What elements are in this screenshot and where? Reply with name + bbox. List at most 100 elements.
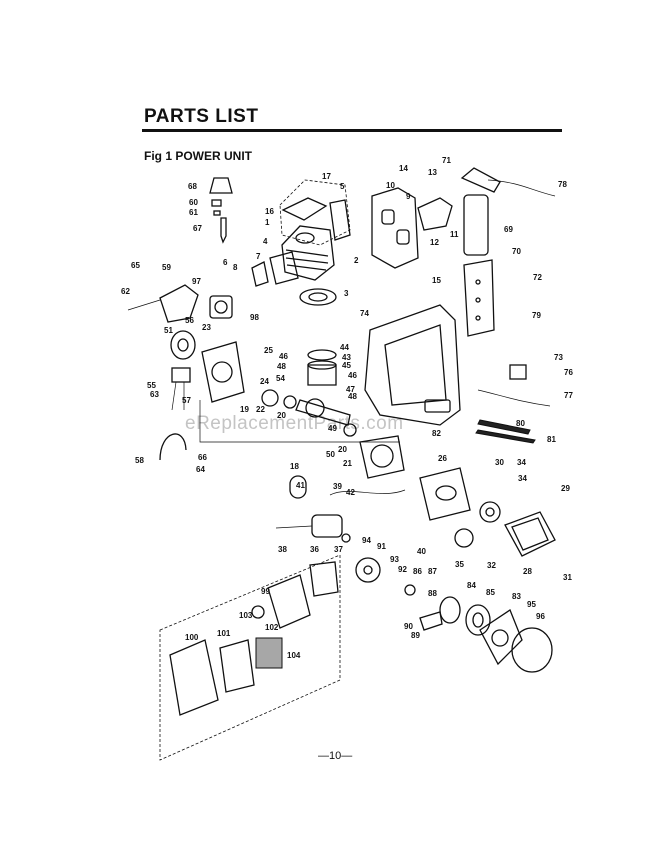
callout-81: 81	[547, 435, 556, 444]
callout-80: 80	[516, 419, 525, 428]
part-gasket-16	[281, 197, 328, 221]
callout-79: 79	[532, 311, 541, 320]
part-handle-70	[463, 259, 495, 337]
part-tube-69	[463, 194, 489, 256]
callout-2: 2	[354, 256, 359, 265]
callout-20: 20	[338, 445, 347, 454]
callout-26: 26	[438, 454, 447, 463]
part-illustrations	[127, 167, 556, 761]
callout-76: 76	[564, 368, 573, 377]
callout-38: 38	[278, 545, 287, 554]
callout-4: 4	[263, 237, 268, 246]
part-spring-86	[404, 584, 416, 596]
callout-35: 35	[455, 560, 464, 569]
part-cover-59	[159, 284, 199, 323]
callout-11: 11	[450, 230, 459, 239]
assembly-bracket-18	[199, 400, 400, 443]
callout-28: 28	[523, 567, 532, 576]
callout-49: 49	[328, 424, 337, 433]
callout-74: 74	[360, 309, 369, 318]
callout-25: 25	[264, 346, 273, 355]
part-cylinder	[281, 225, 335, 281]
callout-63: 63	[150, 390, 159, 399]
callout-84: 84	[467, 581, 476, 590]
callout-100: 100	[185, 633, 199, 642]
part-clip	[211, 199, 222, 207]
callout-91: 91	[377, 542, 386, 551]
part-crankcase-21	[359, 435, 405, 479]
callout-103: 103	[239, 611, 253, 620]
part-crankcase-23	[201, 341, 245, 403]
part-fan-32	[479, 501, 501, 523]
callout-18: 18	[290, 462, 299, 471]
callout-22: 22	[256, 405, 265, 414]
callout-24: 24	[260, 377, 269, 386]
callout-101: 101	[217, 629, 231, 638]
callout-92: 92	[398, 565, 407, 574]
callout-6: 6	[223, 258, 228, 267]
callout-30: 30	[495, 458, 504, 467]
part-cover-100	[169, 639, 219, 716]
callout-17: 17	[322, 172, 331, 181]
part-cover-outline	[279, 179, 351, 246]
callout-14: 14	[399, 164, 408, 173]
part-cable-77	[477, 389, 551, 407]
callout-43: 43	[342, 353, 351, 362]
callout-10: 10	[386, 181, 395, 190]
part-screen-104	[255, 637, 283, 669]
callout-51: 51	[164, 326, 173, 335]
callout-93: 93	[390, 555, 399, 564]
part-plug-cap	[209, 177, 233, 194]
callout-59: 59	[162, 263, 171, 272]
callout-37: 37	[334, 545, 343, 554]
callout-66: 66	[198, 453, 207, 462]
callout-23: 23	[202, 323, 211, 332]
callout-48: 48	[348, 392, 357, 401]
part-element-101	[219, 639, 255, 693]
part-wire-78	[487, 179, 556, 197]
callout-46: 46	[348, 371, 357, 380]
callout-5: 5	[340, 182, 345, 191]
callout-7: 7	[256, 252, 261, 261]
callout-73: 73	[554, 353, 563, 362]
callout-97: 97	[192, 277, 201, 286]
part-recoil-83	[479, 609, 523, 666]
part-clutch-91	[355, 557, 381, 583]
callout-9: 9	[406, 192, 411, 201]
part-lever-90	[419, 611, 443, 631]
callout-96: 96	[536, 612, 545, 621]
callout-12: 12	[430, 238, 439, 247]
callout-32: 32	[487, 561, 496, 570]
callout-44: 44	[340, 343, 349, 352]
part-knob-102	[251, 605, 265, 619]
callout-31: 31	[563, 573, 572, 582]
part-fan-housing-26	[419, 467, 471, 521]
callout-94: 94	[362, 536, 371, 545]
callout-60: 60	[189, 198, 198, 207]
page-number: —10—	[318, 750, 353, 762]
part-spark-plug	[220, 217, 227, 244]
part-strap-81	[475, 429, 536, 444]
callout-77: 77	[564, 391, 573, 400]
callout-55: 55	[147, 381, 156, 390]
callout-20: 20	[277, 411, 286, 420]
callout-40: 40	[417, 547, 426, 556]
callout-67: 67	[193, 224, 202, 233]
callout-1: 1	[265, 218, 270, 227]
callout-34: 34	[517, 458, 526, 467]
callout-69: 69	[504, 225, 513, 234]
part-ring-44	[307, 349, 337, 361]
callout-8: 8	[233, 263, 238, 272]
callout-16: 16	[265, 207, 274, 216]
part-filter-41	[289, 475, 307, 499]
part-strap-80	[477, 419, 531, 435]
callout-13: 13	[428, 168, 437, 177]
part-plate-5	[329, 199, 351, 241]
callout-57: 57	[182, 396, 191, 405]
callout-21: 21	[343, 459, 352, 468]
part-washer	[213, 210, 221, 216]
part-impeller-35	[454, 528, 474, 548]
part-gasket-28	[504, 511, 556, 557]
callout-48: 48	[277, 362, 286, 371]
